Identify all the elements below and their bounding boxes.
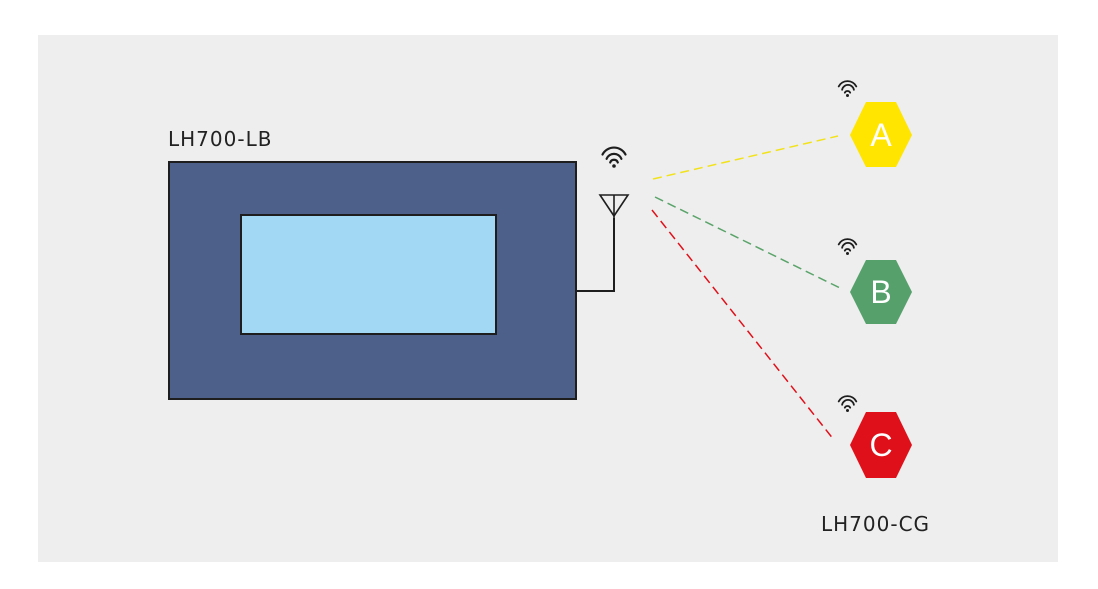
antenna-cable (576, 218, 615, 292)
node-a-hexagon (850, 102, 912, 167)
wifi-icon (837, 238, 858, 255)
antenna-icon (598, 194, 630, 218)
node-a-letter: A (870, 117, 892, 153)
link-b (654, 196, 841, 289)
receiver-group-label: LH700-CG (821, 512, 931, 536)
link-a (652, 135, 839, 180)
wifi-icon (837, 395, 858, 412)
node-b-letter: B (870, 274, 891, 310)
node-c-letter: C (869, 427, 892, 463)
node-c: C (837, 395, 912, 478)
node-b: B (837, 238, 912, 324)
controller-label: LH700-LB (168, 127, 273, 151)
link-c (651, 209, 835, 441)
node-a: A (837, 80, 912, 167)
controller-screen (240, 214, 497, 335)
wifi-icon (837, 80, 858, 97)
wifi-icon (601, 146, 627, 168)
node-c-hexagon (850, 412, 912, 478)
node-b-hexagon (850, 260, 912, 324)
